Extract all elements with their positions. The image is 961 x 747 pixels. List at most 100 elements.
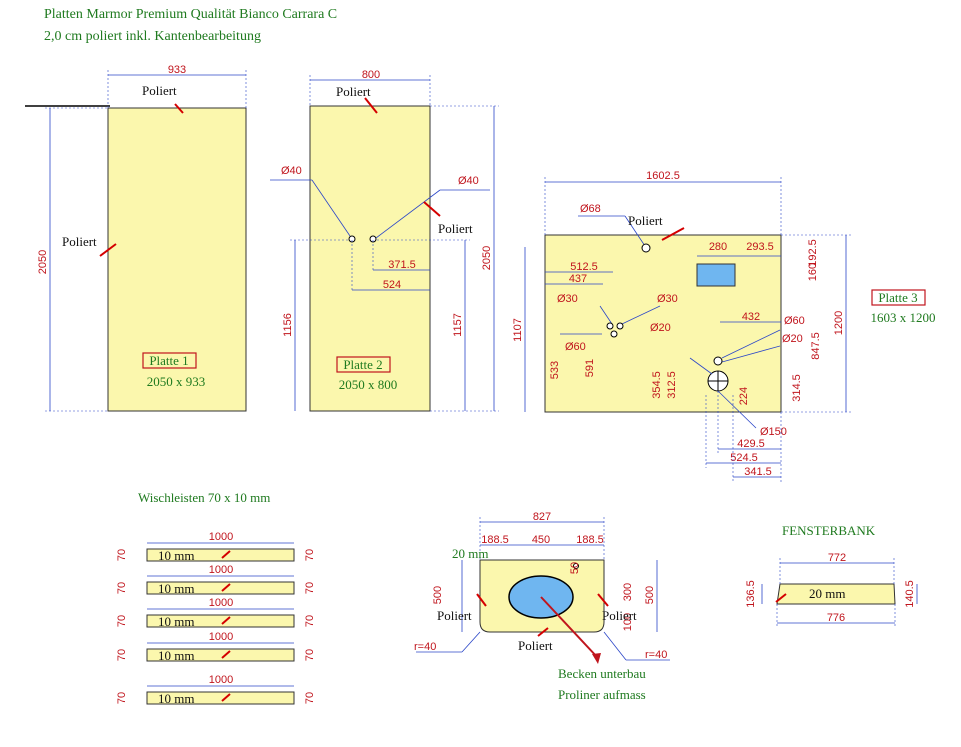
platte-3-d20b: Ø20 bbox=[782, 333, 803, 345]
becken-v100: 100 bbox=[622, 613, 634, 631]
platte-3-v314: 314.5 bbox=[791, 374, 803, 402]
platte-3-dia-68: Ø68 bbox=[580, 203, 601, 215]
leiste-thickness: 10 mm bbox=[158, 614, 194, 629]
platte-3-height-left: 1107 bbox=[512, 318, 524, 342]
platte-2-height: 2050 bbox=[481, 246, 493, 270]
platte-3-v533: 533 bbox=[549, 361, 561, 379]
platte-2-size: 2050 x 800 bbox=[339, 377, 398, 392]
fensterbank-bottom-width: 776 bbox=[827, 612, 845, 624]
leiste-thickness: 10 mm bbox=[158, 691, 194, 706]
platte-3-d432: 432 bbox=[742, 311, 760, 323]
leiste-polish-mark bbox=[221, 583, 231, 592]
platte-3-hole-20 bbox=[713, 356, 723, 366]
platte-3-h524: 524.5 bbox=[730, 452, 758, 464]
leiste-strip bbox=[146, 648, 295, 662]
becken-radius-right: r=40 bbox=[645, 649, 667, 661]
platte-3-v192: 192.5 bbox=[807, 239, 819, 267]
title-line-1: Platten Marmor Premium Qualität Bianco C… bbox=[44, 7, 337, 22]
leiste-length: 1000 bbox=[209, 597, 233, 609]
title-line-2: 2,0 cm poliert inkl. Kantenbearbeitung bbox=[44, 29, 261, 44]
platte-1: 933 2050 Poliert Poliert Platte 1 2050 x… bbox=[25, 64, 247, 412]
platte-1-label-box bbox=[142, 352, 197, 369]
becken-poliert-bottom: Poliert bbox=[518, 638, 553, 653]
leiste-polish-mark bbox=[221, 550, 231, 559]
fensterbank-title: FENSTERBANK bbox=[782, 523, 876, 538]
leiste-height-left: 70 bbox=[116, 692, 128, 704]
becken-w188b: 188.5 bbox=[576, 534, 604, 546]
fensterbank: FENSTERBANK 772 776 136.5 140.5 20 mm bbox=[745, 523, 918, 628]
leiste-height-right: 70 bbox=[304, 582, 316, 594]
platte-3-width: 1602.5 bbox=[646, 170, 680, 182]
becken-arrow bbox=[540, 596, 599, 659]
becken-height-right: 500 bbox=[644, 586, 656, 604]
platte-3-slab bbox=[544, 234, 782, 413]
platte-3-cutout bbox=[696, 263, 736, 287]
leiste-height-left: 70 bbox=[116, 649, 128, 661]
leiste-height-left: 70 bbox=[116, 549, 128, 561]
platte-2-hole-right-dia: Ø40 bbox=[458, 175, 479, 187]
leiste-strip bbox=[146, 691, 295, 705]
becken-w450: 450 bbox=[532, 534, 550, 546]
becken-width: 827 bbox=[533, 511, 551, 523]
platte-2-offset-1: 371.5 bbox=[388, 259, 416, 271]
leiste-strip bbox=[146, 548, 295, 562]
fensterbank-right-height: 140.5 bbox=[904, 580, 916, 608]
platte-3-d60b: Ø60 bbox=[784, 315, 805, 327]
platte-3-d512: 512.5 bbox=[570, 261, 598, 273]
platte-3-hole-60a bbox=[610, 330, 618, 338]
platte-3-h341: 341.5 bbox=[744, 466, 772, 478]
leiste-length: 1000 bbox=[209, 564, 233, 576]
leiste-length: 1000 bbox=[209, 631, 233, 643]
platte-3-hole-30a bbox=[606, 322, 614, 330]
platte-2-label: Platte 2 bbox=[343, 357, 382, 372]
platte-1-label: Platte 1 bbox=[149, 353, 188, 368]
leiste-polish-mark bbox=[221, 650, 231, 659]
leiste-height-right: 70 bbox=[304, 549, 316, 561]
fensterbank-thickness: 20 mm bbox=[809, 586, 845, 601]
platte-3-d150: Ø150 bbox=[760, 426, 787, 438]
platte-3-height-right: 1200 bbox=[833, 311, 845, 335]
leiste-height-right: 70 bbox=[304, 692, 316, 704]
leiste-height-right: 70 bbox=[304, 615, 316, 627]
leiste-length: 1000 bbox=[209, 674, 233, 686]
becken-w188a: 188.5 bbox=[481, 534, 509, 546]
platte-3-d30a: Ø30 bbox=[557, 293, 578, 305]
becken-tap-hole bbox=[573, 563, 579, 569]
leiste-length: 1000 bbox=[209, 531, 233, 543]
platte-2-width: 800 bbox=[362, 69, 380, 81]
fensterbank-top-width: 772 bbox=[828, 552, 846, 564]
platte-2-slab bbox=[309, 105, 431, 412]
platte-1-poliert-top: Poliert bbox=[142, 83, 177, 98]
fensterbank-left-height: 136.5 bbox=[745, 580, 757, 608]
platte-3-w293: 293.5 bbox=[746, 241, 774, 253]
leiste-thickness: 10 mm bbox=[158, 581, 194, 596]
platte-3-hole-68 bbox=[641, 243, 651, 253]
becken: 827 188.5 450 188.5 20 mm 500 500 300 10… bbox=[414, 511, 670, 702]
platte-3-h429: 429.5 bbox=[737, 438, 765, 450]
platte-1-size: 2050 x 933 bbox=[147, 374, 206, 389]
becken-note-2: Proliner aufmass bbox=[558, 687, 646, 702]
platte-3-label: Platte 3 bbox=[878, 290, 917, 305]
leiste-strip bbox=[146, 581, 295, 595]
platte-3-poliert: Poliert bbox=[628, 213, 663, 228]
becken-radius-left: r=40 bbox=[414, 641, 436, 653]
platte-3-v312: 312.5 bbox=[666, 371, 678, 399]
platte-3-hole-30b bbox=[616, 322, 624, 330]
leiste-strip bbox=[146, 614, 295, 628]
platte-3-v224: 224 bbox=[738, 387, 750, 405]
becken-v50: 50 bbox=[569, 562, 581, 574]
platte-2-poliert-top: Poliert bbox=[336, 84, 371, 99]
platte-1-slab bbox=[107, 107, 247, 412]
platte-3-v591: 591 bbox=[584, 359, 596, 377]
becken-thickness: 20 mm bbox=[452, 546, 488, 561]
platte-3-d437: 437 bbox=[569, 273, 587, 285]
leiste-thickness: 10 mm bbox=[158, 548, 194, 563]
platte-3-v354: 354.5 bbox=[651, 371, 663, 399]
platte-3-v160: 160 bbox=[807, 263, 819, 281]
leiste-polish-mark bbox=[221, 693, 231, 702]
wischleisten-group: 1000 70 70 10 mm 1000 70 70 10 mm 1000 70 70 10 mm 1… bbox=[116, 531, 316, 706]
platte-2-left-height: 1156 bbox=[282, 313, 294, 337]
platte-3-d20a: Ø20 bbox=[650, 322, 671, 334]
platte-3-d60a: Ø60 bbox=[565, 341, 586, 353]
